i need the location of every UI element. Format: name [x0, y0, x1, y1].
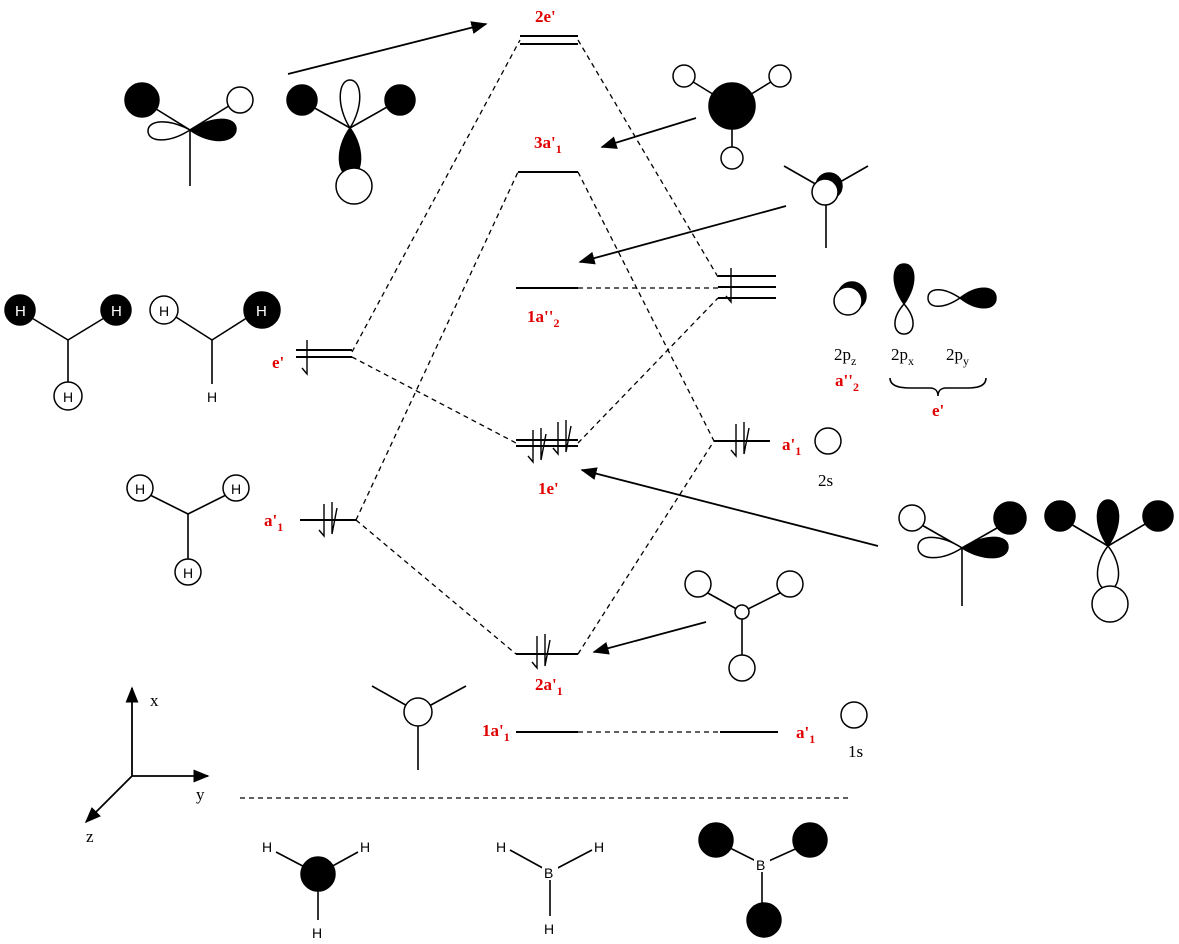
svg-text:H: H — [231, 481, 241, 497]
label-1s: 1s — [848, 742, 863, 761]
label-2a1: 2a'1 — [535, 675, 563, 698]
svg-text:H: H — [496, 839, 506, 855]
ao-2py — [927, 287, 997, 309]
svg-text:H: H — [544, 921, 554, 937]
right-level-2p — [718, 268, 776, 304]
electron-pair-right-2s — [730, 422, 750, 458]
orbital-1a1-picture — [371, 685, 467, 770]
h3-e-orbital-1: H H H — [4, 294, 132, 411]
label-right-a1-1s: a'1 — [796, 723, 815, 746]
label-2e: 2e' — [535, 7, 556, 26]
orbital-3a1-picture — [672, 64, 792, 170]
svg-text:H: H — [111, 303, 122, 320]
mo-level-1e — [516, 420, 578, 464]
label-1a1: 1a'1 — [482, 721, 510, 744]
electron-right-2p — [725, 268, 732, 304]
svg-text:H: H — [15, 303, 26, 320]
orbital-2e-picture-1 — [124, 82, 254, 186]
orbital-1s — [840, 701, 868, 729]
svg-text:H: H — [63, 389, 73, 405]
label-left-e: e' — [272, 353, 284, 372]
pointer-arrows — [287, 21, 879, 655]
mo-level-2e — [520, 35, 578, 45]
arrow-to-3a1 — [600, 117, 697, 149]
label-sym-e: e' — [932, 401, 944, 420]
orbital-1e-picture-2 — [1044, 499, 1174, 623]
bottom-structure-bh3: B H H H — [496, 839, 604, 937]
label-left-a1: a'1 — [264, 511, 283, 534]
svg-text:H: H — [256, 303, 267, 320]
arrow-to-1a2 — [578, 205, 787, 265]
left-level-a1 — [300, 502, 356, 538]
electron-pair-2a1 — [531, 634, 551, 670]
electron-pair-1e-a — [527, 428, 547, 464]
label-1a2: 1a''2 — [527, 307, 559, 330]
svg-text:H: H — [360, 839, 370, 855]
electron-pair-left-a1 — [318, 502, 338, 538]
label-sym-a2: a''2 — [835, 371, 859, 394]
right-level-2s — [714, 422, 770, 458]
h3-e-orbital-2: H H H — [149, 291, 281, 405]
svg-text:H: H — [207, 389, 217, 405]
svg-text:B: B — [544, 865, 553, 881]
axis-label-z: z — [86, 827, 94, 846]
bottom-structure-h3-b-dot: H H H — [262, 839, 370, 941]
orbital-2s — [814, 427, 842, 455]
label-1e: 1e' — [538, 479, 559, 498]
label-3a1: 3a'1 — [534, 133, 562, 156]
brace-e — [889, 377, 987, 397]
ao-2px — [893, 263, 915, 335]
arrow-to-2e — [287, 21, 488, 75]
arrow-to-2a1 — [592, 621, 707, 655]
axis-z-arrow — [84, 775, 133, 824]
label-2s: 2s — [818, 471, 833, 490]
ao-2pz — [833, 281, 867, 316]
label-2pz: 2pz — [834, 345, 856, 368]
mo-level-2a1 — [516, 634, 578, 670]
svg-text:H: H — [262, 839, 272, 855]
bottom-structure-b-h3-dots: B — [698, 822, 828, 938]
coordinate-axes: x y z — [84, 686, 210, 846]
electron-pair-1e-b — [552, 420, 572, 456]
svg-text:H: H — [135, 481, 145, 497]
label-2py: 2py — [946, 345, 969, 368]
svg-text:H: H — [159, 303, 169, 319]
left-level-e — [296, 340, 352, 376]
svg-text:H: H — [312, 925, 322, 941]
electron-left-e — [301, 340, 308, 376]
axis-label-y: y — [196, 785, 205, 804]
orbital-1e-picture-1 — [898, 501, 1027, 606]
arrow-to-1e — [580, 467, 879, 547]
orbital-1a2-picture — [783, 165, 869, 248]
orbital-2a1-picture — [684, 570, 804, 682]
svg-text:H: H — [183, 565, 193, 581]
h3-a1-orbital: H H H — [126, 474, 250, 586]
label-2px: 2px — [891, 345, 914, 368]
label-right-a1-2s: a'1 — [782, 435, 801, 458]
correlation-lines — [240, 39, 850, 799]
svg-text:B: B — [756, 857, 765, 873]
axis-label-x: x — [150, 691, 159, 710]
orbital-2e-picture-2 — [286, 79, 416, 205]
svg-text:H: H — [594, 839, 604, 855]
